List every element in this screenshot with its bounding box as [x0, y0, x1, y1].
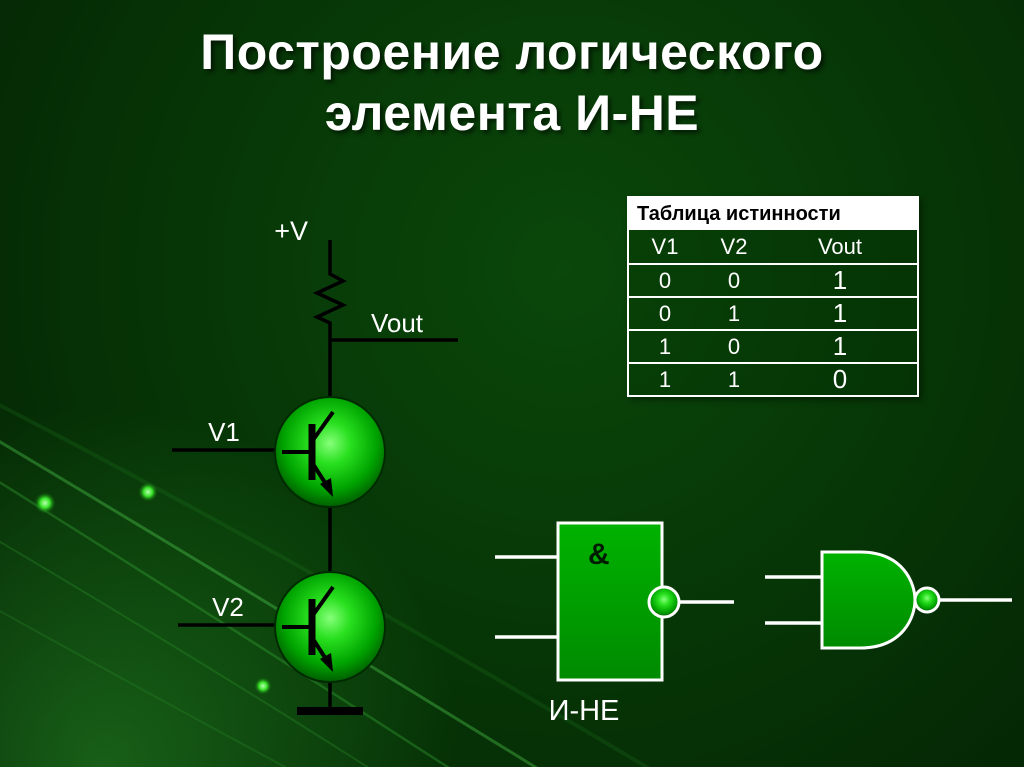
truth-table-header-row: V1 V2 Vout [629, 230, 917, 265]
cell-v1: 1 [658, 334, 672, 359]
resistor [312, 268, 348, 330]
slide-title: Построение логического элемента И-НЕ [0, 22, 1024, 144]
col-header-vout: Vout [817, 234, 863, 259]
emitter-arrow [320, 478, 333, 497]
cell-v1: 1 [658, 367, 672, 392]
cell-v2: 1 [727, 301, 741, 326]
inversion-bubble [647, 585, 681, 619]
transistor-v1 [274, 396, 386, 508]
transistor-circuit [172, 240, 458, 715]
glow-dot [34, 492, 56, 514]
cell-vout: 1 [832, 298, 848, 328]
table-row: 1 1 0 [629, 364, 917, 395]
cell-vout: 1 [832, 331, 848, 361]
cell-vout: 0 [832, 364, 848, 394]
truth-table: Таблица истинности V1 V2 Vout 0 0 1 0 1 … [627, 196, 919, 397]
col-header-v1: V1 [651, 234, 679, 259]
glow-dot [138, 482, 158, 502]
table-row: 1 0 1 [629, 331, 917, 364]
inversion-bubble [913, 586, 941, 614]
nand-gate-iec: & [495, 521, 734, 682]
nand-gate-ansi [765, 550, 1012, 650]
cell-v1: 0 [658, 301, 672, 326]
slide-title-line1: Построение логического [200, 24, 824, 80]
cell-v2: 1 [727, 367, 741, 392]
cell-v1: 0 [658, 268, 672, 293]
vout-label: Vout [371, 308, 424, 338]
vplus-label: +V [274, 216, 308, 246]
v1-label: V1 [208, 417, 240, 447]
glow-dots [34, 482, 272, 695]
table-row: 0 0 1 [629, 265, 917, 298]
col-header-v2: V2 [720, 234, 748, 259]
truth-table-title: Таблица истинности [629, 198, 917, 230]
iec-and-symbol: & [588, 538, 610, 571]
nand-label: И-НЕ [549, 695, 620, 727]
cell-vout: 1 [832, 265, 848, 295]
cell-v2: 0 [727, 268, 741, 293]
cell-v2: 0 [727, 334, 741, 359]
v2-label: V2 [212, 592, 244, 622]
glow-dot [254, 677, 272, 695]
slide-title-line2: элемента И-НЕ [324, 85, 700, 141]
emitter-arrow [320, 653, 333, 672]
transistor-v2 [274, 571, 386, 683]
table-row: 0 1 1 [629, 298, 917, 331]
